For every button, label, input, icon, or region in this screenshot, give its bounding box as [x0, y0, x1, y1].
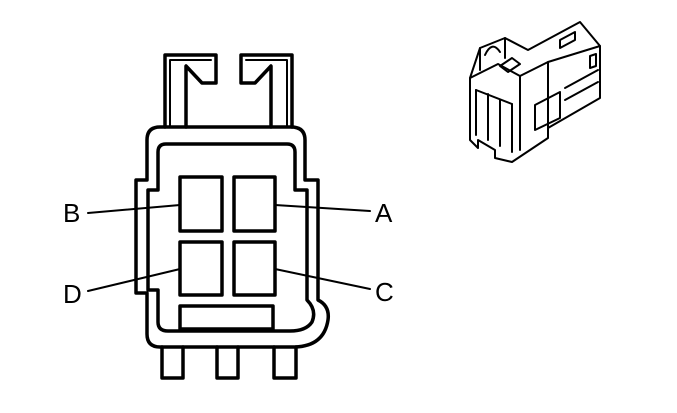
connector-latch — [163, 53, 294, 129]
connector-posts — [160, 345, 298, 380]
leader-line-D — [87, 268, 181, 292]
leader-line-C — [274, 268, 371, 290]
leader-line-A — [274, 204, 371, 212]
connector-housing — [134, 125, 331, 349]
cavity-A — [232, 175, 277, 233]
key-slot — [178, 304, 275, 331]
connector-isometric-body — [469, 21, 601, 163]
pin-label-A: A — [375, 198, 393, 228]
pin-label-B: B — [63, 198, 81, 228]
pin-label-C: C — [375, 277, 394, 307]
pin-label-D: D — [63, 279, 82, 309]
leader-line-B — [87, 204, 181, 214]
